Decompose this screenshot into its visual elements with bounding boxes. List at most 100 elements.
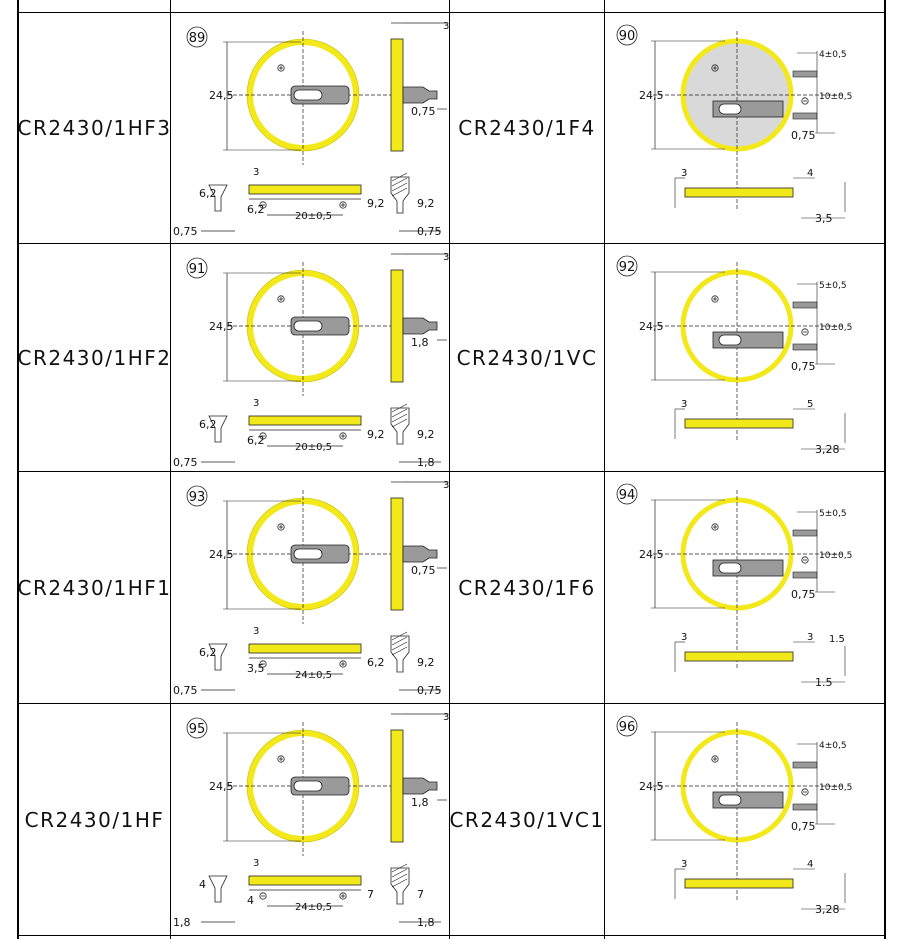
dimension-label: 1,8 xyxy=(417,456,435,469)
plus-terminal-icon xyxy=(277,64,285,72)
dimension-label: 24,5 xyxy=(639,320,664,333)
plus-terminal-icon xyxy=(711,523,719,531)
dimension-line xyxy=(391,641,408,651)
dimension-label: 0,75 xyxy=(791,588,816,601)
dimension-line xyxy=(391,636,408,646)
dimension-label: 3 xyxy=(443,21,449,32)
lead-bottom xyxy=(792,112,818,120)
lead-bottom xyxy=(792,571,818,579)
dimension-label: 0,75 xyxy=(411,564,436,577)
lead-top xyxy=(792,761,818,769)
minus-terminal-icon xyxy=(259,201,267,209)
dimension-label: 3 xyxy=(443,712,449,723)
side-view-tab xyxy=(402,86,438,104)
dimension-label: 10±0,5 xyxy=(819,323,852,333)
dimension-line xyxy=(391,408,408,418)
bottom-view-body xyxy=(248,184,362,195)
grid-line xyxy=(17,703,886,704)
dimension-label: 3,5 xyxy=(247,662,265,675)
dimension-label: 24,5 xyxy=(209,780,234,793)
side-view-body xyxy=(390,729,404,843)
dimension-label: 3 xyxy=(443,252,449,263)
dimension-label: 3 xyxy=(253,167,259,178)
bottom-view-body xyxy=(248,643,362,654)
minus-terminal-icon xyxy=(259,432,267,440)
dimension-label: 5±0,5 xyxy=(819,509,847,519)
figure-number: 94 xyxy=(619,488,636,503)
model-name: CR2430/1F6 xyxy=(458,575,596,600)
figure-number: 96 xyxy=(619,720,636,735)
side-view-body xyxy=(390,497,404,611)
dimension-line xyxy=(391,403,408,413)
figure-number-circle xyxy=(186,26,208,48)
dimension-line xyxy=(391,413,408,423)
tab-slot xyxy=(718,334,742,346)
plus-terminal-icon xyxy=(339,432,347,440)
dimension-label: 24,5 xyxy=(639,780,664,793)
minus-terminal-icon xyxy=(801,556,809,564)
dimension-label: 3 xyxy=(681,859,687,870)
tab-slot xyxy=(293,548,323,560)
dimension-label: 3 xyxy=(681,399,687,410)
minus-terminal-icon xyxy=(801,97,809,105)
plus-terminal-icon xyxy=(711,64,719,72)
dimension-label: 4 xyxy=(247,894,254,907)
dimension-line xyxy=(391,187,408,197)
dimension-line xyxy=(391,873,408,883)
minus-terminal-icon xyxy=(259,892,267,900)
figure-number-circle xyxy=(186,257,208,279)
grid-line xyxy=(604,0,605,939)
side-view-body xyxy=(684,187,794,198)
dimension-label: 0,75 xyxy=(173,225,198,238)
tab-slot xyxy=(718,562,742,574)
dimension-label: 3 xyxy=(681,632,687,643)
plus-terminal-icon xyxy=(711,755,719,763)
lead-top xyxy=(792,70,818,78)
model-name: CR2430/1HF3 xyxy=(17,116,172,140)
grid-line xyxy=(17,243,886,244)
pin-profile xyxy=(208,415,228,443)
dimension-label: 3 xyxy=(681,168,687,179)
figure-number: 95 xyxy=(189,722,206,737)
grid-line xyxy=(884,0,886,939)
dimension-label: 9,2 xyxy=(367,197,385,210)
dimension-label: 0,75 xyxy=(173,456,198,469)
bottom-view-body xyxy=(248,875,362,886)
dimension-label: 6,2 xyxy=(199,418,217,431)
dimension-label: 5 xyxy=(807,399,813,410)
figure-number: 91 xyxy=(189,262,206,277)
dimension-label: 0,75 xyxy=(411,105,436,118)
pin-profile xyxy=(208,184,228,212)
tab-slot xyxy=(718,103,742,115)
dimension-label: 0,75 xyxy=(791,360,816,373)
dimension-label: 1,8 xyxy=(411,796,429,809)
minus-terminal-icon xyxy=(801,328,809,336)
dimension-label: 9,2 xyxy=(367,428,385,441)
plus-terminal-icon xyxy=(277,523,285,531)
grid-line xyxy=(17,471,886,472)
figure-number-circle xyxy=(616,715,638,737)
dimension-label: 1.5 xyxy=(829,634,845,645)
dimension-label: 3 xyxy=(807,632,813,643)
plus-terminal-icon xyxy=(277,295,285,303)
minus-terminal-icon xyxy=(801,788,809,796)
figure-number-circle xyxy=(186,485,208,507)
lead-bottom xyxy=(792,803,818,811)
dimension-label: 24,5 xyxy=(209,89,234,102)
side-view-body xyxy=(390,38,404,152)
plus-terminal-icon xyxy=(339,201,347,209)
dimension-line xyxy=(391,631,408,641)
dimension-label: 4 xyxy=(199,878,206,891)
dimension-label: 1,8 xyxy=(417,916,435,929)
model-name: CR2430/1VC1 xyxy=(449,807,605,832)
dimension-label: 10±0,5 xyxy=(819,92,852,102)
figure-number: 89 xyxy=(189,31,206,46)
dimension-label: 0,75 xyxy=(417,684,442,697)
